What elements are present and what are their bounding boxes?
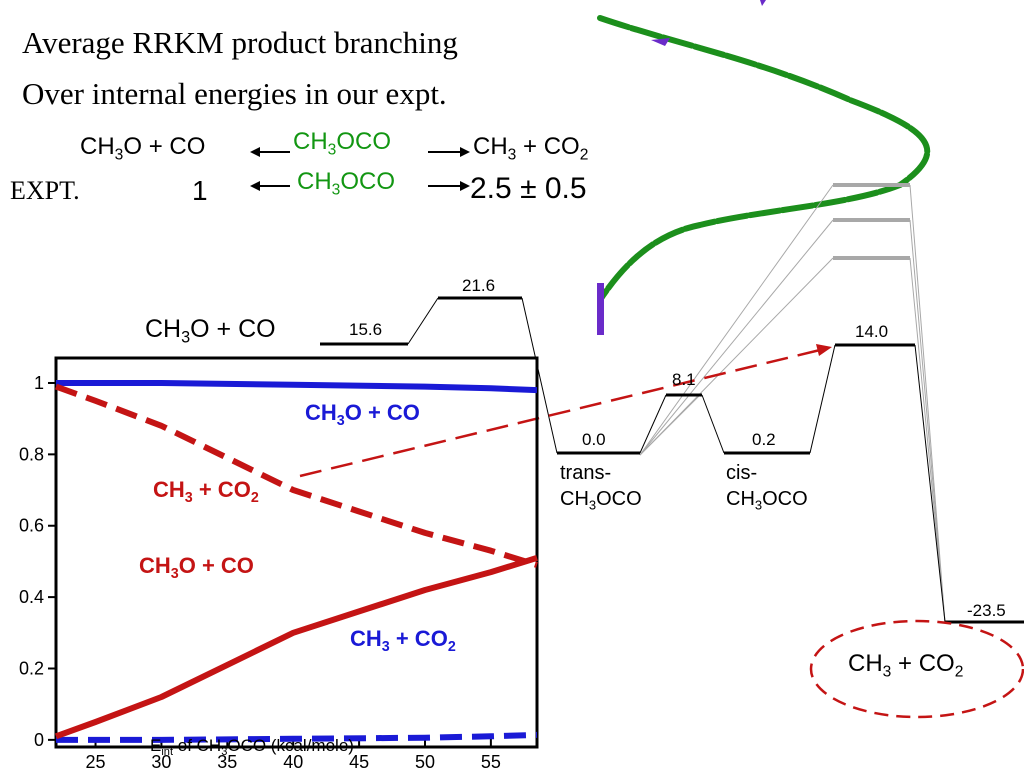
level-value-0.0: 0.0 xyxy=(582,430,606,449)
purple-marker-small xyxy=(651,38,670,46)
chart-frame xyxy=(54,356,539,749)
red-dashed-arrow xyxy=(299,348,821,478)
expt-label: EXPT. xyxy=(10,176,80,205)
series-line-3 xyxy=(54,555,538,740)
purple-marker-top xyxy=(760,0,766,6)
series-line-2 xyxy=(54,383,538,568)
x-tick-label: 30 xyxy=(151,752,171,768)
level-name-trans: trans-CH3OCO xyxy=(560,462,642,513)
level-value-minus-23.5: -23.5 xyxy=(967,601,1006,620)
series-line-1 xyxy=(56,731,538,743)
series-label-blue-solid: CH3O + CO xyxy=(305,400,420,429)
y-tick-label: 1 xyxy=(34,373,44,393)
x-axis-label: Eint of CH3OCO (kcal/mole) xyxy=(150,736,354,758)
x-tick-label: 25 xyxy=(86,752,106,768)
reaction-reactants: CH3O + CO xyxy=(80,133,206,164)
reaction-products: CH3 + CO2 xyxy=(473,133,589,164)
expt-intermediate: CH3OCO xyxy=(297,168,396,199)
level-name-cis: cis-CH3OCO xyxy=(726,462,808,513)
x-tick-label: 50 xyxy=(415,752,435,768)
title-line-1: Average RRKM product branching xyxy=(22,25,458,60)
y-tick-label: 0 xyxy=(34,730,44,750)
product-circle xyxy=(809,619,1024,719)
x-tick-label: 40 xyxy=(283,752,303,768)
series-label-red-dashed: CH3 + CO2 xyxy=(153,477,259,506)
y-tick-label: 0.8 xyxy=(19,444,44,464)
title-line-2: Over internal energies in our expt. xyxy=(22,76,447,111)
level-value-15.6: 15.6 xyxy=(349,320,383,339)
x-tick-label: 35 xyxy=(217,752,237,768)
series-line-0 xyxy=(56,380,538,394)
reaction-intermediate: CH3OCO xyxy=(293,128,392,159)
product-label: CH3 + CO2 xyxy=(848,650,964,681)
x-tick-label: 55 xyxy=(481,752,501,768)
level-value-21.6: 21.6 xyxy=(462,276,496,295)
expt-ratio: 2.5 ± 0.5 xyxy=(470,172,587,205)
red-arrowhead xyxy=(816,344,832,356)
y-tick-label: 0.2 xyxy=(19,658,44,678)
series-label-red-solid: CH3O + CO xyxy=(139,553,254,582)
expt-left-value: 1 xyxy=(192,175,208,206)
level-value-8.1: 8.1 xyxy=(672,370,696,389)
y-tick-label: 0.4 xyxy=(19,587,44,607)
series-label-blue-dashed: CH3 + CO2 xyxy=(350,626,456,655)
y-tick-label: 0.6 xyxy=(19,516,44,536)
purple-marker xyxy=(597,283,604,335)
level-value-0.2: 0.2 xyxy=(752,430,776,449)
green-trajectory-curve xyxy=(597,15,931,303)
x-tick-label: 45 xyxy=(349,752,369,768)
level-species-reactants: CH3O + CO xyxy=(145,315,276,347)
level-value-14.0: 14.0 xyxy=(855,322,889,341)
